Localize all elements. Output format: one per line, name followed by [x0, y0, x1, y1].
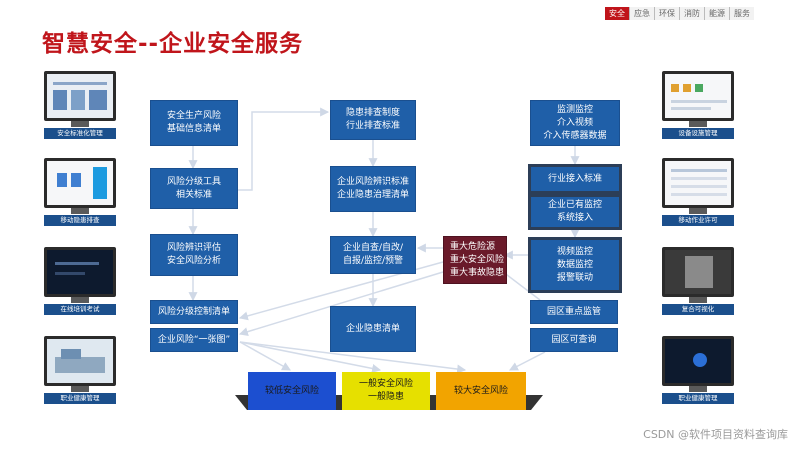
result-major-risk[interactable]: 较大安全风险 — [436, 372, 526, 410]
monitor-caption: 职业健康管理 — [44, 393, 116, 404]
box-major-hazards[interactable]: 重大危险源 重大安全风险 重大事故隐患 — [443, 236, 507, 284]
monitor-safety-standard[interactable]: 安全标准化管理 — [44, 71, 116, 139]
monitor-caption: 在线培训考试 — [44, 304, 116, 315]
monitor-caption: 安全标准化管理 — [44, 128, 116, 139]
box-park-key-supervision[interactable]: 园区重点监管 — [530, 300, 618, 324]
screen-health — [662, 336, 734, 386]
box-hazard-check-system[interactable]: 隐患排查制度行业排查标准 — [330, 100, 416, 140]
box-risk-one-map[interactable]: 企业风险“一张图” — [150, 328, 238, 352]
monitor-caption: 移动作业许可 — [662, 215, 734, 226]
monitor-caption: 设备设施管理 — [662, 128, 734, 139]
screen-dashboard — [44, 71, 116, 121]
monitor-occupational-health-right[interactable]: 职业健康管理 — [662, 336, 734, 404]
watermark: CSDN @软件项目资料查询库 — [643, 426, 788, 442]
monitor-online-training[interactable]: 在线培训考试 — [44, 247, 116, 315]
box-risk-control-list[interactable]: 风险分级控制清单 — [150, 300, 238, 324]
box-risk-grading-tools[interactable]: 风险分级工具相关标准 — [150, 168, 238, 209]
result-low-risk[interactable]: 较低安全风险 — [248, 372, 336, 410]
box-risk-assessment[interactable]: 风险辨识评估安全风险分析 — [150, 234, 238, 276]
box-risk-identify-standard[interactable]: 企业风险辨识标准企业隐患治理清单 — [330, 166, 416, 212]
arrow-c1-res1 — [240, 342, 290, 370]
box-industry-access-standard[interactable]: 行业接入标准 — [528, 164, 622, 194]
monitor-work-permit[interactable]: 移动作业许可 — [662, 158, 734, 226]
monitor-caption: 复合可视化 — [662, 304, 734, 315]
arrow-park-res — [510, 352, 545, 370]
screen-equipment — [662, 71, 734, 121]
box-video-data-alarm[interactable]: 视频监控数据监控报警联动 — [528, 237, 622, 293]
result-general-risk[interactable]: 一般安全风险 一般隐患 — [342, 372, 430, 410]
screen-mobile — [44, 158, 116, 208]
monitor-occupational-health-left[interactable]: 职业健康管理 — [44, 336, 116, 404]
monitor-caption: 移动隐患排查 — [44, 215, 116, 226]
box-monitoring[interactable]: 监测监控介入视频介入传感器数据 — [530, 100, 620, 146]
box-park-queryable[interactable]: 园区可查询 — [530, 328, 618, 352]
box-risk-basic-list[interactable]: 安全生产风险基础信息清单 — [150, 100, 238, 146]
screen-visual — [662, 247, 734, 297]
monitor-composite-visual[interactable]: 复合可视化 — [662, 247, 734, 315]
box-self-check[interactable]: 企业自查/自改/自报/监控/预警 — [330, 236, 416, 274]
monitor-mobile-hazard[interactable]: 移动隐患排查 — [44, 158, 116, 226]
monitor-caption: 职业健康管理 — [662, 393, 734, 404]
box-hazard-list[interactable]: 企业隐患清单 — [330, 306, 416, 352]
screen-permit — [662, 158, 734, 208]
monitor-equipment-mgmt[interactable]: 设备设施管理 — [662, 71, 734, 139]
screen-training — [44, 247, 116, 297]
box-existing-monitor-access[interactable]: 企业已有监控系统接入 — [528, 194, 622, 230]
arrow-c1-c2 — [238, 112, 328, 190]
screen-3d-plant — [44, 336, 116, 386]
